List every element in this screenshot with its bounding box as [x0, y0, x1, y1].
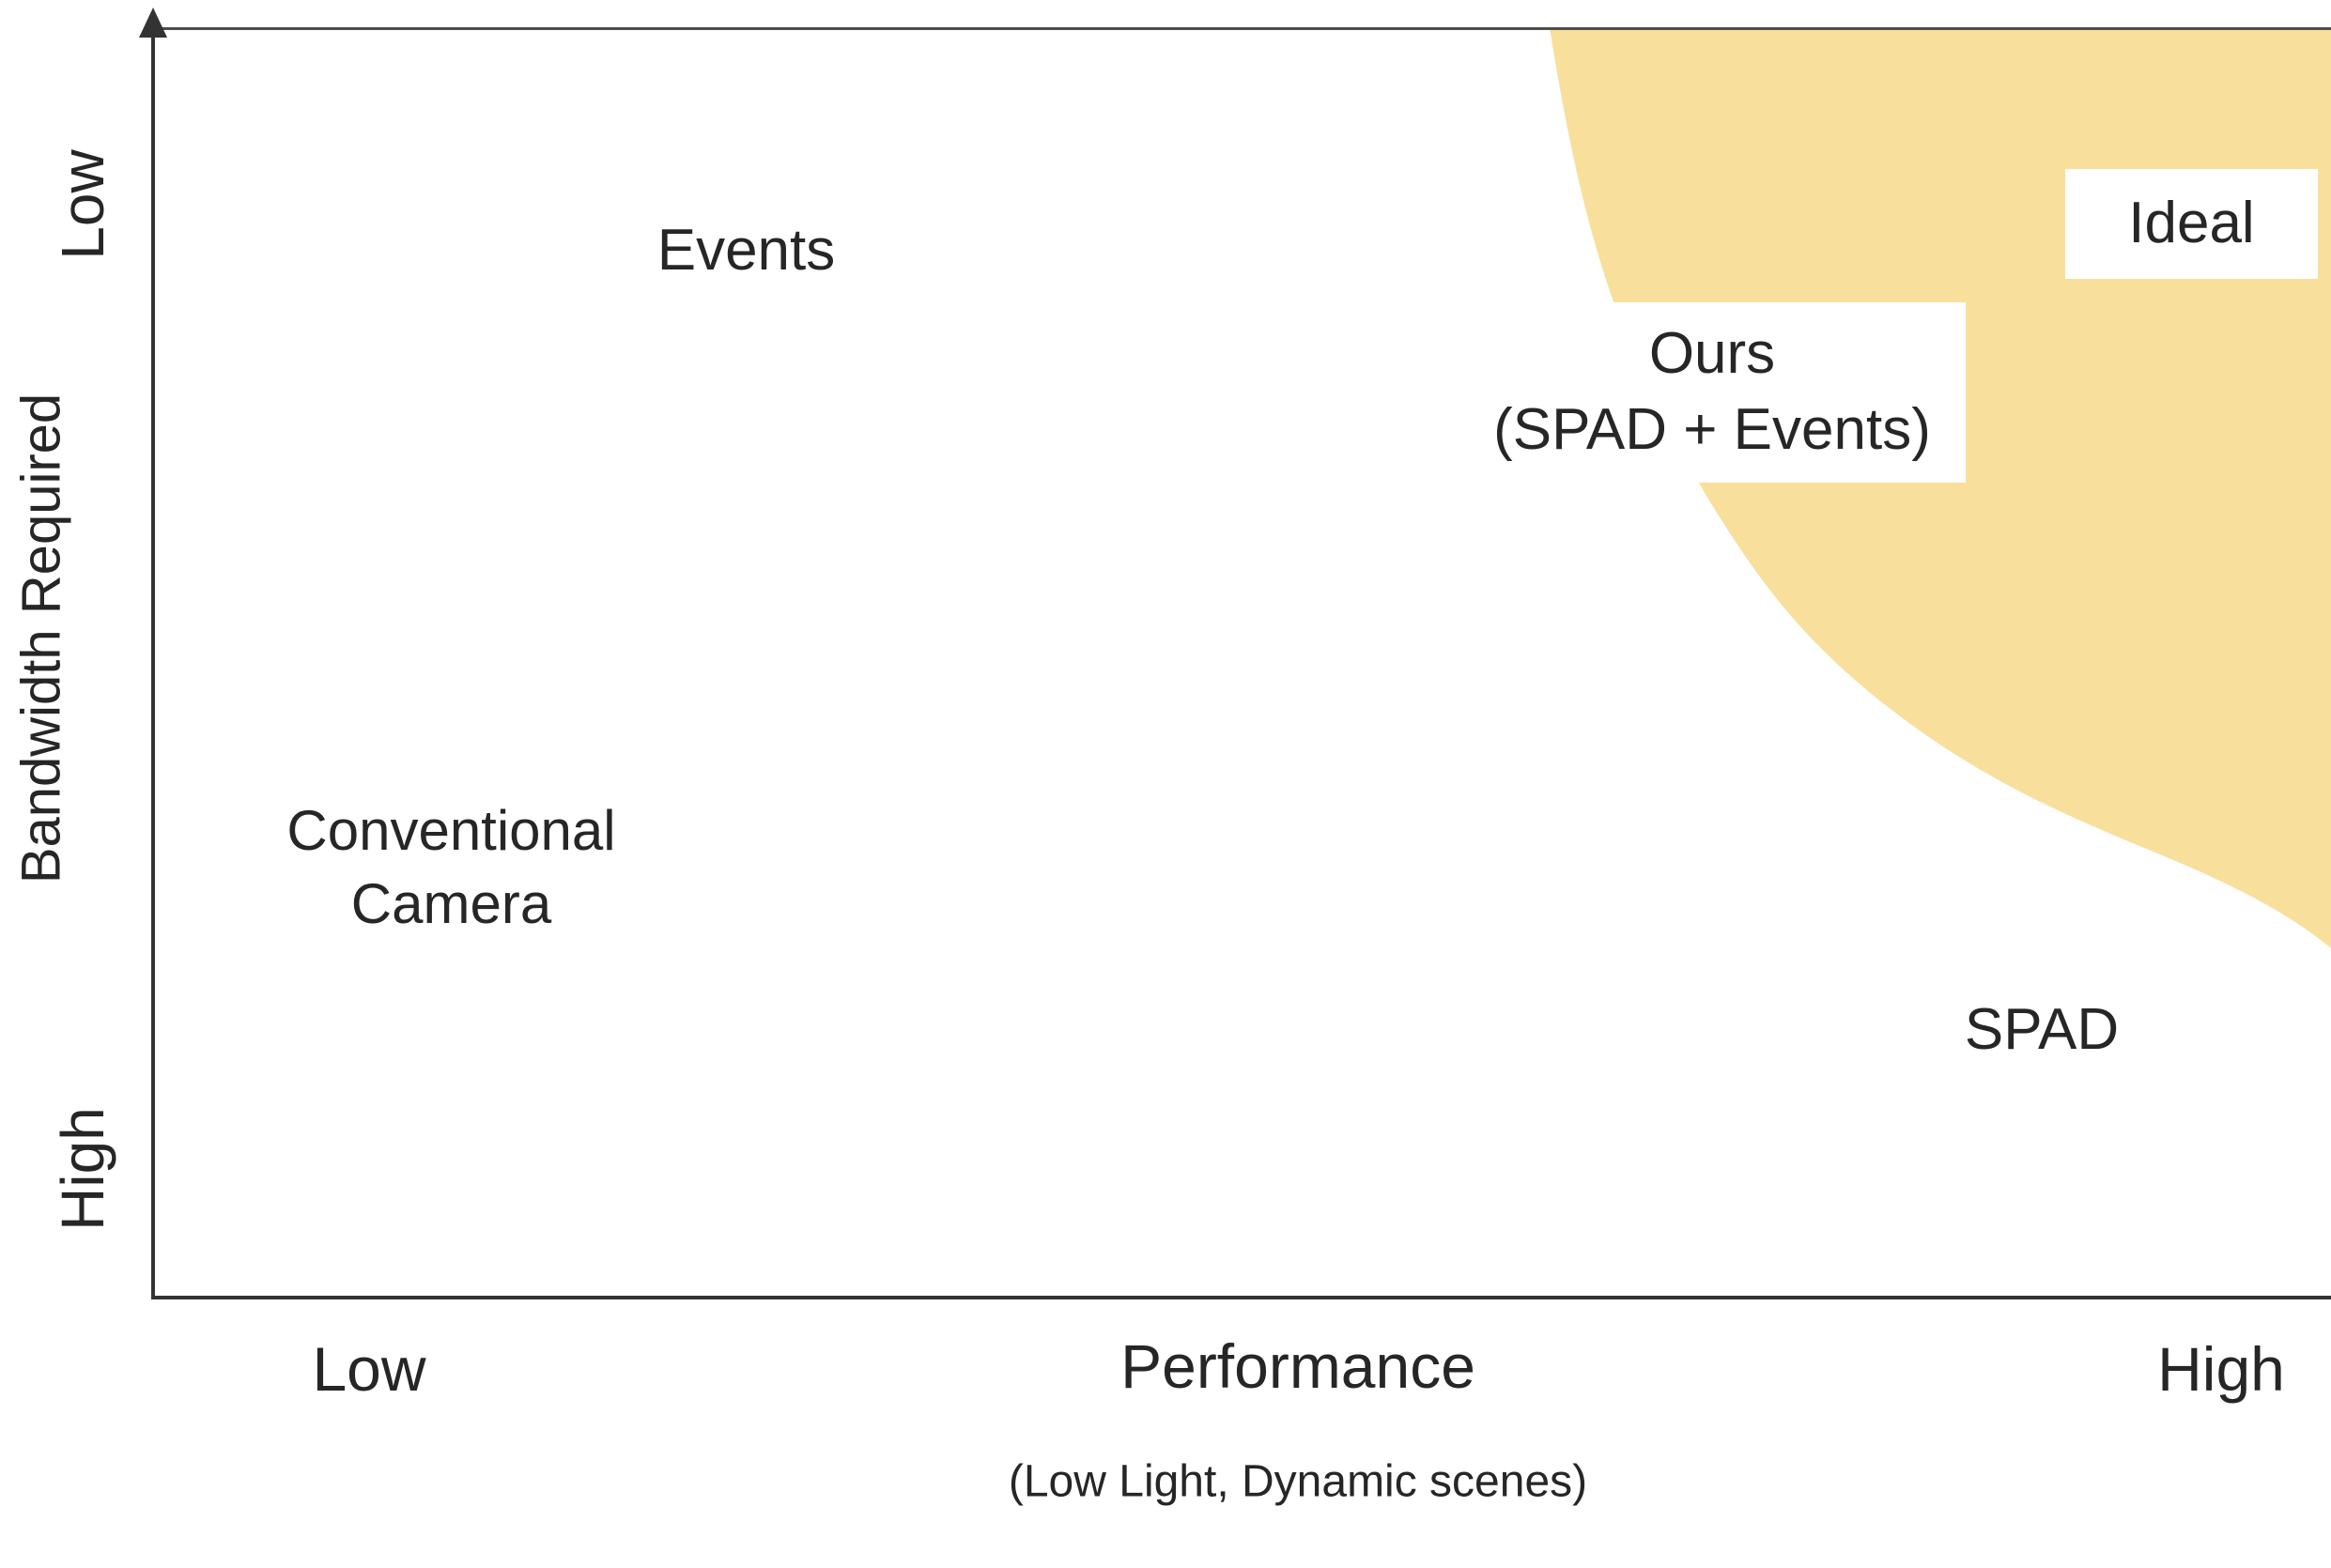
x-axis-title: Performance — [1120, 1331, 1475, 1401]
y-axis-arrow-icon — [139, 8, 167, 38]
conventional-camera-label-line2: Camera — [350, 872, 552, 935]
ideal-label-text: Ideal — [2128, 191, 2255, 256]
x-tick-high: High — [2157, 1334, 2285, 1404]
x-axis-line — [151, 1296, 2331, 1299]
y-tick-low: Low — [49, 149, 116, 260]
ideal-label: Ideal — [2065, 169, 2318, 279]
y-tick-high: High — [49, 1107, 116, 1231]
spad-label: SPAD — [1914, 975, 2169, 1085]
ours-label-line1: Ours — [1648, 321, 1776, 387]
plot-top-border — [151, 27, 2331, 30]
conventional-camera-label: Conventional Camera — [214, 779, 688, 956]
x-axis-subtitle: (Low Light, Dynamic scenes) — [1008, 1456, 1588, 1507]
y-axis-line — [151, 24, 155, 1299]
ours-label-line2: (SPAD + Events) — [1493, 397, 1931, 462]
spad-label-text: SPAD — [1964, 996, 2120, 1062]
events-label-text: Events — [656, 217, 836, 283]
y-axis-title: Bandwidth Required — [10, 392, 72, 884]
conventional-camera-label-line1: Conventional — [286, 799, 616, 862]
x-tick-low: Low — [312, 1334, 426, 1404]
ideal-region-shape — [1550, 28, 2331, 948]
events-label: Events — [612, 191, 880, 311]
ours-label: Ours (SPAD + Events) — [1459, 302, 1966, 483]
